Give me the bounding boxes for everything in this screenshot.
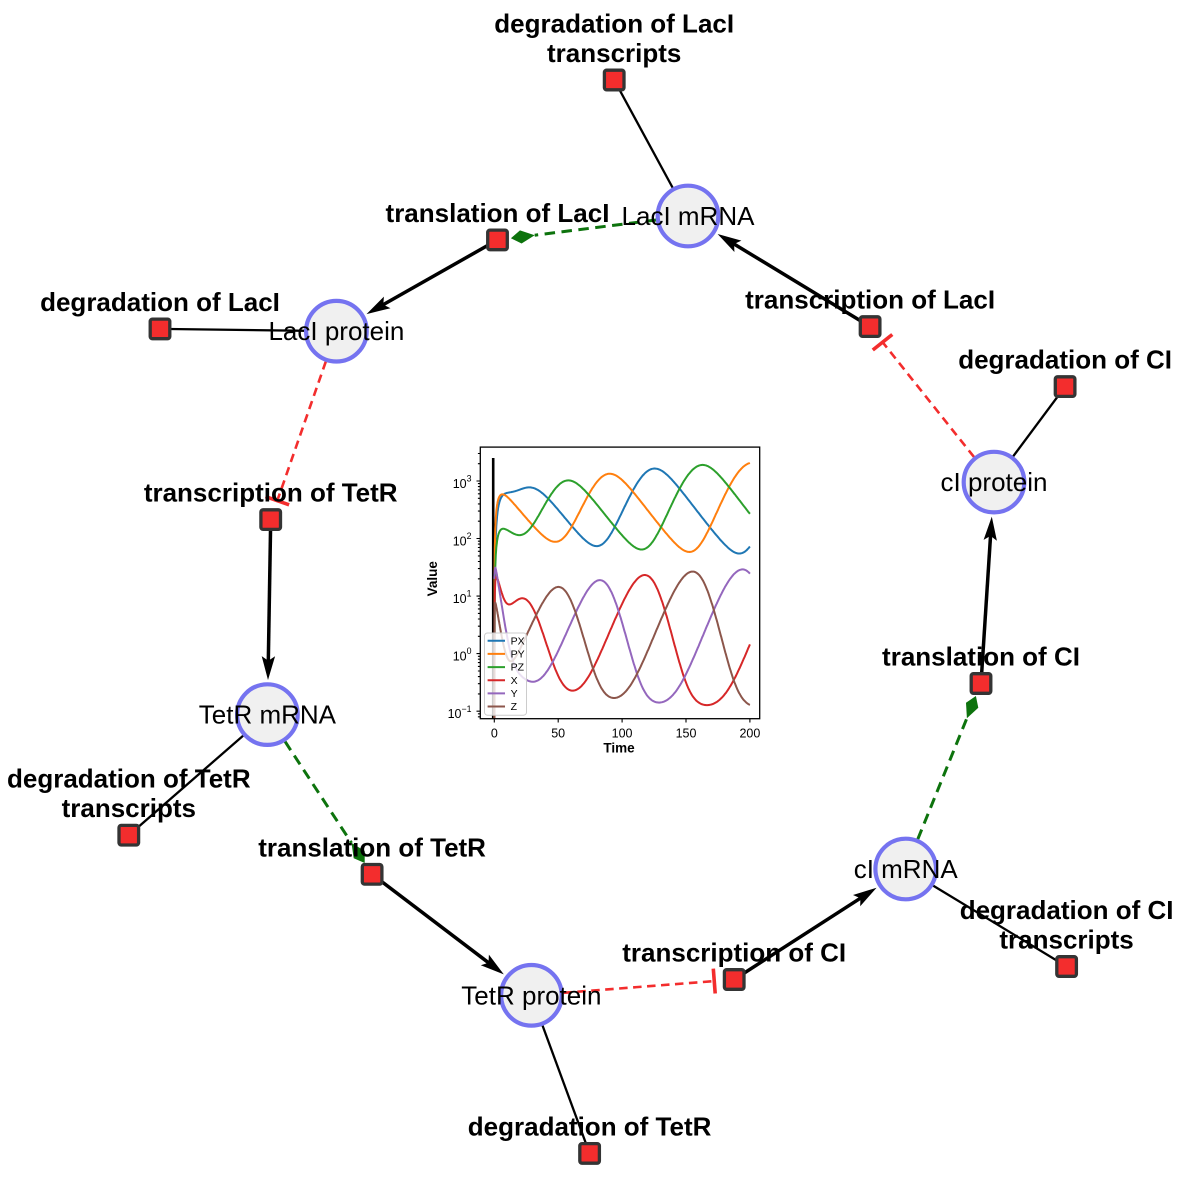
svg-text:PZ: PZ <box>511 662 525 674</box>
svg-text:transcripts: transcripts <box>547 38 681 68</box>
svg-text:103: 103 <box>453 474 472 491</box>
svg-text:Time: Time <box>603 741 635 756</box>
svg-text:Z: Z <box>511 701 518 713</box>
svg-text:translation of TetR: translation of TetR <box>258 832 486 862</box>
svg-text:transcripts: transcripts <box>62 793 196 823</box>
svg-text:101: 101 <box>453 589 472 606</box>
svg-text:cI mRNA: cI mRNA <box>854 854 959 884</box>
svg-text:degradation of TetR: degradation of TetR <box>468 1111 712 1141</box>
svg-text:degradation of LacI: degradation of LacI <box>494 9 734 39</box>
svg-text:100: 100 <box>612 727 633 741</box>
svg-text:transcripts: transcripts <box>999 925 1133 955</box>
svg-text:cI protein: cI protein <box>941 467 1048 497</box>
svg-text:degradation of CI: degradation of CI <box>960 895 1174 925</box>
svg-text:102: 102 <box>453 531 472 548</box>
svg-text:translation of LacI: translation of LacI <box>386 198 610 228</box>
svg-text:Y: Y <box>511 688 518 700</box>
svg-text:50: 50 <box>551 727 565 741</box>
svg-text:transcription of TetR: transcription of TetR <box>144 478 398 508</box>
svg-text:LacI mRNA: LacI mRNA <box>622 201 756 231</box>
svg-text:150: 150 <box>676 727 697 741</box>
svg-text:100: 100 <box>453 646 472 663</box>
svg-text:transcription of CI: transcription of CI <box>622 938 846 968</box>
svg-text:TetR protein: TetR protein <box>461 980 601 1010</box>
svg-text:Value: Value <box>425 561 440 597</box>
svg-text:degradation of TetR: degradation of TetR <box>7 764 251 794</box>
svg-text:transcription of LacI: transcription of LacI <box>745 285 995 315</box>
svg-text:degradation of LacI: degradation of LacI <box>40 287 280 317</box>
svg-text:translation of CI: translation of CI <box>882 642 1080 672</box>
svg-text:200: 200 <box>739 727 760 741</box>
svg-text:degradation of CI: degradation of CI <box>958 345 1172 375</box>
svg-text:LacI protein: LacI protein <box>268 316 404 346</box>
svg-text:PY: PY <box>511 649 525 661</box>
svg-text:PX: PX <box>511 635 525 647</box>
svg-text:TetR mRNA: TetR mRNA <box>199 700 337 730</box>
svg-text:X: X <box>511 675 518 687</box>
svg-text:10−1: 10−1 <box>448 704 472 721</box>
svg-text:0: 0 <box>491 727 498 741</box>
